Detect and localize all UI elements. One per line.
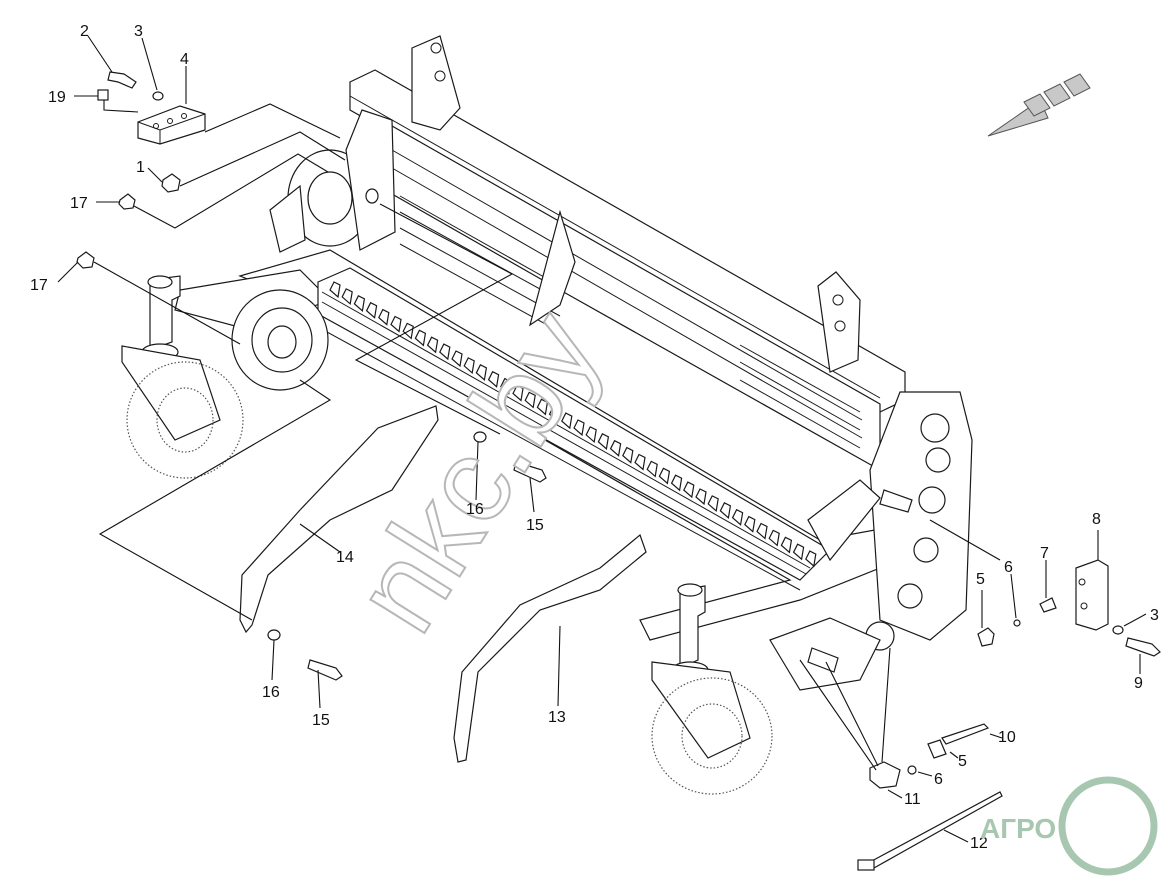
left-gauge-wheel — [121, 275, 244, 479]
callout-10: 10 — [998, 729, 1016, 746]
pickup-tine — [548, 405, 561, 423]
callout-1: 1 — [136, 159, 145, 176]
logo-text-right: НКА — [1078, 813, 1136, 844]
pickup-tine — [756, 522, 768, 540]
callout-11: 11 — [904, 791, 921, 808]
pickup-tine — [536, 398, 549, 416]
callout-15: 15 — [526, 517, 544, 534]
callout-17: 17 — [70, 195, 88, 212]
left-drive-assembly — [231, 109, 396, 391]
pickup-tine — [805, 550, 817, 568]
pickup-tine — [646, 460, 658, 478]
pickup-tine — [414, 329, 427, 347]
pickup-tine — [634, 453, 646, 471]
pickup-tine — [487, 370, 500, 388]
pickup-tine — [365, 301, 378, 319]
callout-6: 6 — [1004, 559, 1013, 576]
logo-text-left: АГРО — [980, 813, 1056, 844]
pickup-tine — [378, 308, 390, 326]
callout-16b: 16 — [262, 684, 280, 701]
pickup-tine — [561, 412, 573, 430]
pickup-tine — [390, 315, 402, 333]
callout-15b: 15 — [312, 712, 330, 729]
callout-3: 3 — [134, 23, 143, 40]
pickup-tine — [683, 481, 695, 499]
pickup-tine — [573, 419, 585, 437]
pickup-tine — [792, 543, 805, 561]
pickup-tine — [353, 294, 366, 312]
pickup-tine — [780, 536, 793, 554]
leader-lines — [57, 35, 1147, 843]
pickup-tine — [622, 446, 634, 464]
pickup-tine — [707, 495, 719, 513]
callout-3b: 3 — [1150, 607, 1159, 624]
pickup-tine — [731, 508, 744, 526]
callout-5: 5 — [976, 571, 985, 588]
callout-16: 16 — [466, 501, 484, 518]
direction-arrow — [987, 73, 1091, 137]
pickup-tine — [524, 391, 536, 409]
pickup-tine — [597, 432, 610, 450]
callout-13: 13 — [548, 709, 566, 726]
agronka-logo: АГРО НКА — [980, 776, 1158, 876]
pickup-tine — [744, 515, 756, 533]
pickup-tine — [585, 426, 597, 444]
pickup-tine — [439, 343, 451, 361]
callout-17b: 17 — [30, 277, 48, 294]
loose-parts — [76, 71, 1161, 871]
callout-5b: 5 — [958, 753, 967, 770]
pickup-tine — [768, 529, 780, 547]
pickup-tine — [658, 467, 671, 485]
right-gearbox — [769, 391, 973, 691]
pickup-tine — [695, 488, 707, 506]
pickup-tine — [670, 474, 683, 492]
pickup-tine — [426, 336, 439, 354]
callout-6b: 6 — [934, 771, 943, 788]
callout-4: 4 — [180, 51, 189, 68]
pickup-tine — [451, 350, 463, 368]
callout-12: 12 — [970, 835, 988, 852]
pickup-tine — [341, 288, 353, 306]
pickup-tine — [329, 281, 341, 299]
callout-19: 19 — [48, 89, 66, 106]
callout-8: 8 — [1092, 511, 1101, 528]
pickup-tine — [500, 377, 512, 395]
pickup-tine — [719, 501, 732, 519]
callout-7: 7 — [1040, 545, 1049, 562]
callout-9: 9 — [1134, 675, 1143, 692]
pickup-tine — [609, 439, 622, 457]
pickup-tine — [475, 363, 488, 381]
callout-labels: 2 3 4 19 1 17 17 14 16 15 16 15 13 6 7 8… — [30, 23, 1159, 852]
pickup-tines — [329, 281, 817, 568]
pickup-tine — [463, 357, 475, 375]
callout-14: 14 — [336, 549, 354, 566]
pickup-tine — [512, 384, 524, 402]
right-gauge-wheel — [651, 583, 773, 795]
callout-2: 2 — [80, 23, 89, 40]
